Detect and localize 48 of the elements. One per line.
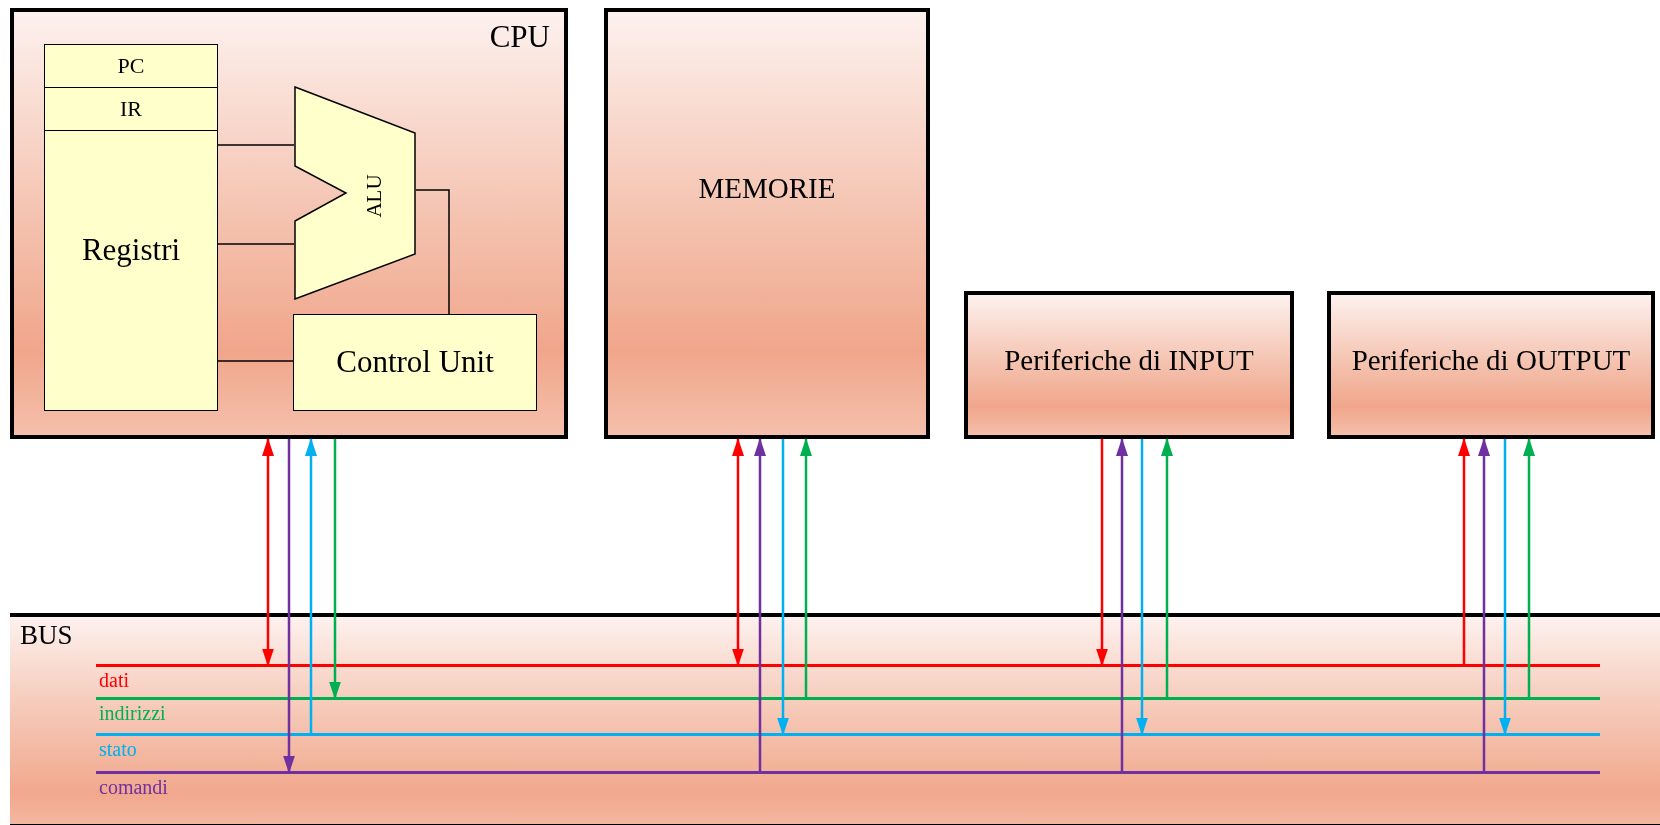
arrow	[262, 438, 274, 667]
box-label: PC	[117, 52, 145, 80]
cpu-box	[10, 8, 568, 439]
box-label: Periferiche di OUTPUT	[1351, 342, 1631, 378]
arrow	[754, 438, 766, 773]
arrow	[305, 438, 317, 735]
connector-line	[415, 189, 450, 315]
memory-box	[604, 8, 930, 439]
box-label: MEMORIE	[698, 171, 836, 207]
command-bus-line	[96, 771, 1600, 774]
output-devices-box	[1327, 291, 1655, 439]
box-heading: BUS	[20, 621, 73, 651]
alu-shape	[294, 86, 416, 300]
arrow	[1136, 439, 1148, 736]
arrow	[800, 438, 812, 699]
arrow	[1523, 438, 1535, 699]
control-unit-box	[293, 314, 537, 411]
status-bus-line	[96, 733, 1600, 736]
box-label: IR	[120, 95, 142, 123]
arrow	[1096, 439, 1108, 667]
register-box	[44, 44, 218, 88]
arrow	[283, 439, 295, 774]
register-box	[44, 87, 218, 131]
bus-band	[10, 613, 1660, 825]
arrow	[777, 439, 789, 736]
arrow	[1161, 438, 1173, 699]
bus-line-label: comandi	[99, 776, 168, 798]
bus-line-label: indirizzi	[99, 702, 166, 724]
arrow	[1458, 438, 1470, 666]
bus-line-label: stato	[99, 738, 137, 760]
input-devices-box	[964, 291, 1294, 439]
box-label: Registri	[81, 231, 181, 270]
arrow	[329, 439, 341, 700]
address-bus-line	[96, 697, 1600, 700]
arrow	[1116, 438, 1128, 773]
arrow	[1478, 438, 1490, 773]
connector-line	[217, 360, 294, 362]
data-bus-line	[96, 664, 1600, 667]
arrow	[1499, 439, 1511, 736]
register-file-box	[44, 130, 218, 411]
box-label: ALU	[363, 174, 385, 218]
connector-line	[217, 144, 295, 146]
bus-line-label: dati	[99, 669, 129, 691]
box-label: Periferiche di INPUT	[1004, 342, 1254, 378]
arrow	[732, 438, 744, 667]
box-heading: CPU	[489, 20, 550, 55]
box-label: Control Unit	[336, 343, 494, 382]
connector-line	[217, 243, 295, 245]
